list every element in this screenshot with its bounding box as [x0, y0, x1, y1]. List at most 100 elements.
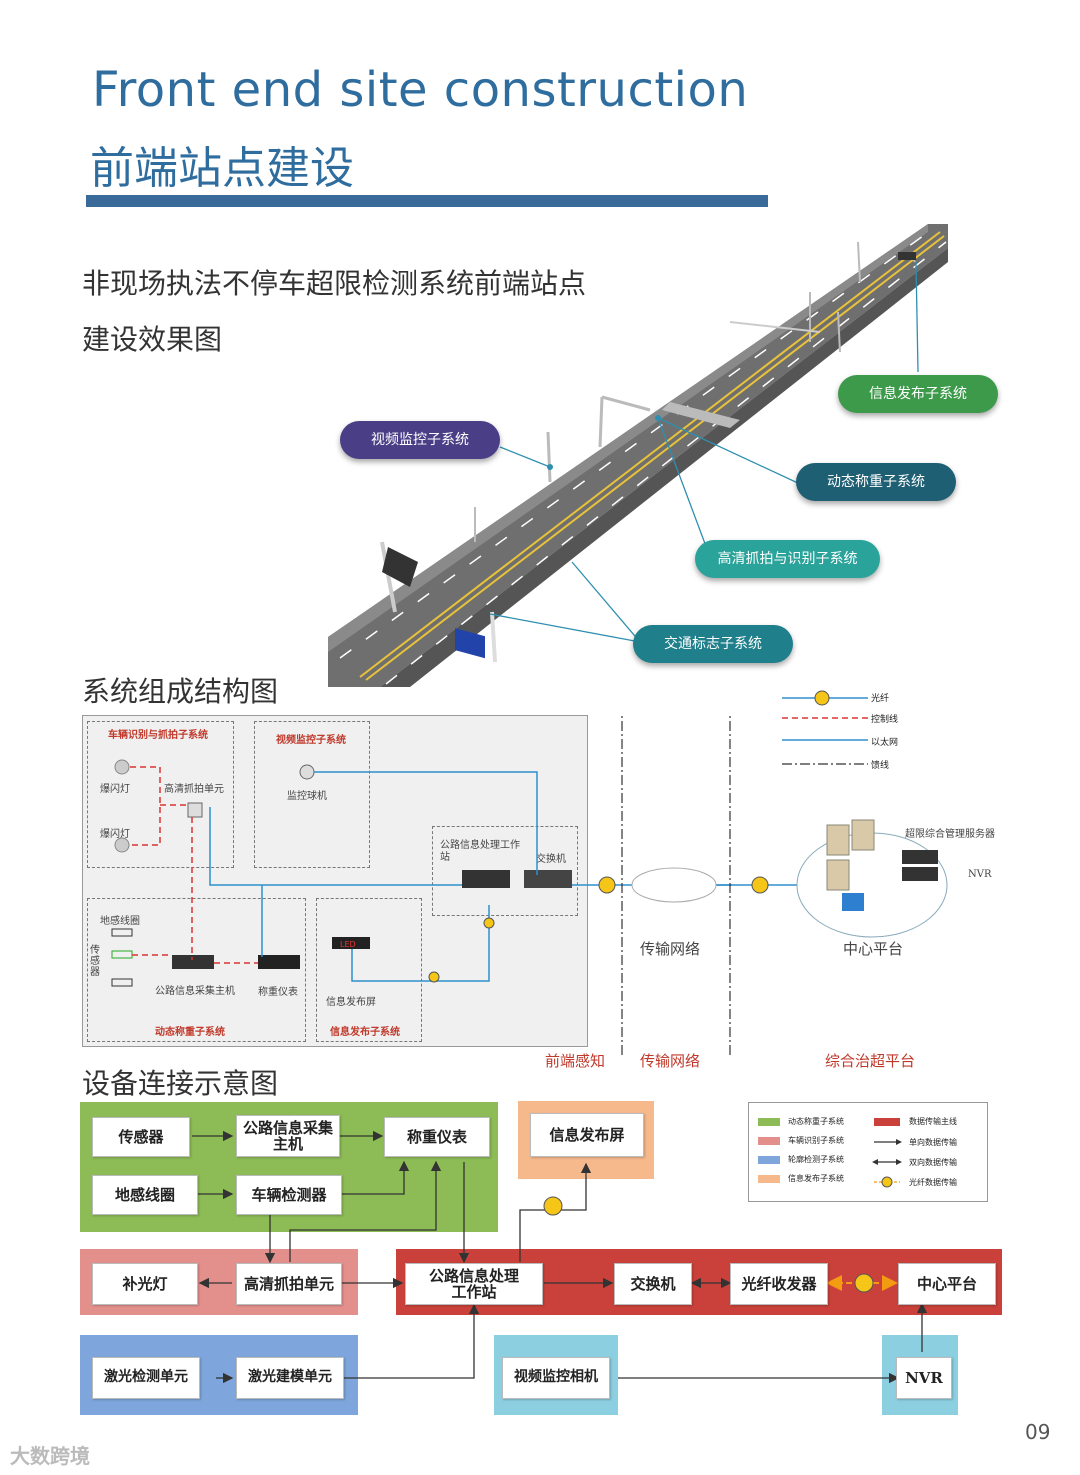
pc-monitor-icon: [842, 893, 864, 911]
box-collector: 公路信息采集主机: [236, 1115, 340, 1157]
nvr-label: NVR: [968, 869, 992, 880]
box-loop: 地感线圈: [92, 1175, 198, 1215]
hd-unit-label: 高清抓拍单元: [164, 784, 224, 795]
fiber-node-2: [751, 876, 769, 894]
svg-text:LED: LED: [340, 940, 356, 949]
title-english: Front end site construction: [92, 62, 749, 118]
legend-two-way: 双向数据传输: [909, 1158, 957, 1167]
collector-icon: [172, 955, 214, 969]
info-screen-3d: [898, 252, 916, 260]
vehicle-subsystem-frame: [87, 721, 234, 868]
legend-swatch-info: [758, 1175, 780, 1183]
legend-info-label: 信息发布子系统: [788, 1174, 844, 1183]
flash-light-2-label: 爆闪灯: [100, 829, 130, 840]
led-screen-icon: [332, 937, 370, 949]
legend-fiber: 光纤: [871, 694, 890, 704]
callout-info-subsystem: 信息发布子系统: [838, 375, 998, 413]
network-cloud: [631, 867, 717, 903]
box-vehicle-detector: 车辆检测器: [236, 1175, 342, 1215]
layer-frontend: 前端感知: [545, 1052, 606, 1070]
legend-contour-label: 轮廓检测子系统: [788, 1155, 844, 1164]
layer-platform: 综合治超平台: [825, 1052, 916, 1070]
layer-network: 传输网络: [640, 1052, 701, 1070]
box-sensor: 传感器: [92, 1117, 190, 1157]
legend-swatch-vehicle: [758, 1137, 780, 1145]
workstation-icon: [462, 870, 510, 888]
legend-one-way: 单向数据传输: [909, 1138, 957, 1147]
vehicle-subsystem-title: 车辆识别与抓拍子系统: [108, 730, 208, 741]
road-rendering: [328, 224, 948, 687]
server-icon-1: [826, 824, 850, 856]
flash-light-1-icon: [114, 759, 130, 775]
box-laser-detect: 激光检测单元: [92, 1357, 200, 1399]
flash-light-1-label: 爆闪灯: [100, 784, 130, 795]
watermark-logo: 大数跨境: [10, 1444, 90, 1468]
fiber-node-main: [854, 1273, 874, 1293]
legend-fiber-data: 光纤数据传输: [909, 1178, 957, 1187]
callout-sign-subsystem: 交通标志子系统: [633, 625, 793, 663]
section3-heading: 设备连接示意图: [82, 1067, 279, 1100]
callout-hd-subsystem: 高清抓拍与识别子系统: [695, 540, 880, 578]
nvr-icon-2: [902, 867, 938, 881]
sensor-label: 传感器: [90, 945, 100, 978]
box-fiber-transceiver: 光纤收发器: [730, 1263, 828, 1305]
legend-main-line: 数据传输主线: [909, 1117, 957, 1126]
center-platform-label: 中心平台: [843, 940, 904, 958]
legend-swatch-weigh: [758, 1118, 780, 1126]
blue-sign: [455, 628, 485, 659]
title-underline: [86, 195, 768, 207]
box-fill-light: 补光灯: [92, 1263, 198, 1305]
connection-legend: [748, 1102, 988, 1202]
server-label: 超限综合管理服务器: [905, 829, 995, 840]
structure-legend-lines: [782, 690, 868, 765]
weigh-subsystem-title: 动态称重子系统: [155, 1027, 225, 1038]
section1-heading-line1: 非现场执法不停车超限检测系统前端站点: [82, 267, 587, 300]
callout-video-subsystem: 视频监控子系统: [340, 421, 500, 459]
workstation-label: 公路信息处理工作站: [440, 840, 520, 863]
center-line: [359, 231, 941, 678]
section1-heading-line2: 建设效果图: [82, 323, 223, 356]
switch-icon: [524, 870, 572, 888]
box-workstation: 公路信息处理工作站: [405, 1263, 543, 1305]
box-info-screen: 信息发布屏: [530, 1113, 644, 1157]
structure-diagram-lines: LED: [111, 715, 948, 1055]
box-laser-model: 激光建模单元: [236, 1357, 344, 1399]
legend-control: 控制线: [871, 715, 899, 725]
callout-weigh-subsystem: 动态称重子系统: [796, 463, 956, 501]
fiber-node-info: [543, 1196, 563, 1216]
section2-heading: 系统组成结构图: [82, 675, 279, 708]
fiber-node-1: [598, 876, 616, 894]
legend-feeder: 馈线: [871, 761, 890, 771]
legend-swatch-contour: [758, 1156, 780, 1164]
info-subsystem-frame: [316, 898, 422, 1042]
server-icon-2: [851, 819, 875, 851]
weigh-subsystem-frame: [87, 898, 306, 1042]
weigh-meter-label: 称重仪表: [258, 987, 298, 998]
flash-light-2-icon: [114, 837, 130, 853]
dome-camera-icon: [299, 764, 315, 780]
box-nvr: NVR: [896, 1357, 952, 1399]
legend-vehicle-label: 车辆识别子系统: [788, 1136, 844, 1145]
box-weigh-meter: 称重仪表: [384, 1117, 490, 1157]
network-label: 传输网络: [640, 940, 701, 958]
switch-label: 交换机: [536, 854, 566, 865]
box-switch: 交换机: [614, 1263, 692, 1305]
legend-line-samples: [872, 1118, 902, 1188]
video-subsystem-frame: [254, 721, 370, 868]
sign-board: [382, 547, 418, 587]
road-surface: [328, 224, 948, 687]
legend-ethernet: 以太网: [871, 738, 899, 748]
connection-arrows: [192, 1130, 928, 1384]
video-subsystem-title: 视频监控子系统: [276, 735, 346, 746]
weigh-meter-icon: [258, 955, 300, 969]
page-number: 09: [1025, 1420, 1051, 1444]
info-screen-label: 信息发布屏: [326, 997, 376, 1008]
legend-weigh-label: 动态称重子系统: [788, 1117, 844, 1126]
info-subsystem-title: 信息发布子系统: [330, 1027, 400, 1038]
title-chinese: 前端站点建设: [90, 143, 354, 194]
box-center-platform: 中心平台: [898, 1263, 996, 1305]
collector-label: 公路信息采集主机: [155, 986, 235, 997]
workstation-frame: [432, 826, 578, 916]
loop-label: 地感线圈: [100, 916, 140, 927]
box-video-camera: 视频监控相机: [502, 1357, 610, 1399]
